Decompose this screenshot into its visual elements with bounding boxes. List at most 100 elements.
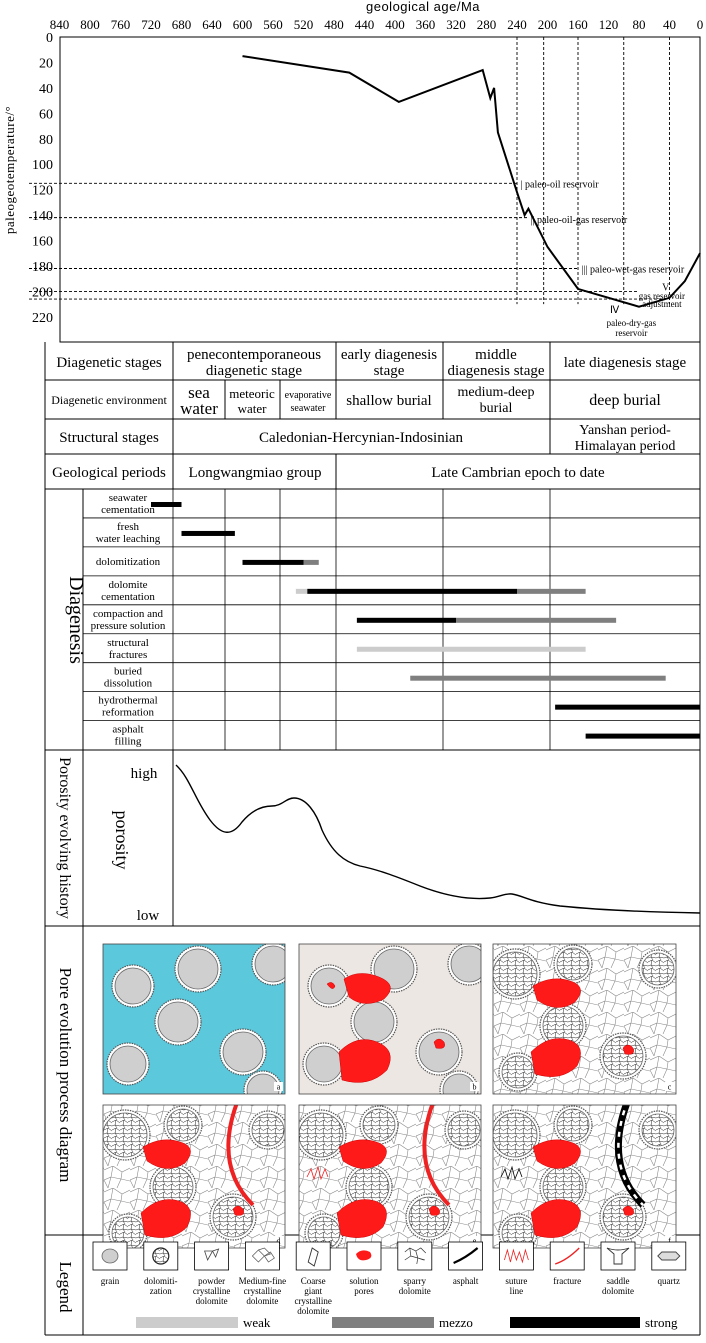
process-label: water leaching (96, 533, 161, 545)
x-tick-label: 520 (294, 17, 314, 32)
powder-dolomite-icon (204, 1248, 220, 1261)
legend-label: crystalline (294, 1296, 332, 1306)
pore-panel-e: e (298, 1104, 482, 1249)
y-tick-label: 220 (32, 311, 53, 326)
stage-early: early diagenesis (341, 347, 437, 363)
y-tick-label: 100 (32, 158, 53, 173)
solution-pore (532, 1139, 581, 1169)
solution-pore (530, 1038, 581, 1077)
legend-label: dolomite (246, 1296, 278, 1306)
process-label: cementation (101, 504, 155, 516)
pore-panel-a: a (102, 943, 286, 1095)
grain (447, 1113, 481, 1147)
x-tick-label: 40 (663, 17, 676, 32)
intensity-bar-mezzo (456, 617, 617, 623)
legend-label: dolomite (602, 1286, 634, 1296)
legend-item: grain (92, 1241, 128, 1286)
intensity-swatch-strong (510, 1317, 640, 1328)
process-label: seawater (109, 492, 148, 504)
x-tick-label: 440 (355, 17, 375, 32)
env-shallow: shallow burial (346, 393, 431, 409)
panel-letter: e (473, 1237, 477, 1246)
legend-label: saddle (607, 1276, 630, 1286)
legend-label: suture (505, 1276, 527, 1286)
x-tick-label: 160 (568, 17, 588, 32)
annotation-label: | paleo-oil reservoir (521, 179, 600, 190)
y-axis-title: paleogeotemperature/° (2, 106, 17, 234)
grain (103, 1112, 148, 1158)
structural-yanshan-2: Himalayan period (575, 439, 676, 454)
pore-panel-f: f (492, 1104, 677, 1249)
panel-frame (102, 1104, 286, 1249)
grain (418, 1031, 460, 1073)
legend-label: dolomite (399, 1286, 431, 1296)
solution-pore (336, 1199, 387, 1238)
solution-pore (532, 978, 581, 1008)
y-tick-label: 40 (39, 82, 53, 97)
pore-panel-b: b (298, 943, 482, 1095)
grain (157, 1001, 199, 1043)
grain (602, 1196, 644, 1238)
legend-label: dolomite (297, 1306, 329, 1316)
intensity-bar-strong (307, 588, 517, 594)
x-tick-label: 80 (633, 17, 646, 32)
process-label: buried (114, 666, 143, 678)
stage-early-2: stage (374, 363, 405, 379)
intensity-bar-weak (295, 588, 308, 594)
legend-label: crystalline (193, 1286, 231, 1296)
process-label: dolomitization (96, 556, 161, 568)
asphalt-filling (617, 1105, 644, 1206)
grain (556, 947, 590, 981)
panel-letter-box (274, 1236, 283, 1245)
legend-label: solution (349, 1276, 379, 1286)
x-tick-label: 640 (202, 17, 222, 32)
grain (251, 1113, 285, 1147)
legend-label: asphalt (453, 1276, 479, 1286)
x-tick-label: 680 (172, 17, 192, 32)
grain (602, 1035, 644, 1077)
period-longwangmiao: Longwangmiao group (189, 465, 322, 481)
y-tick-label: 180 (32, 260, 53, 275)
coarse-giant-dolomite-icon (307, 1247, 319, 1267)
y-tick-label: 160 (32, 235, 53, 250)
env-medium-deep: medium-deep (458, 385, 535, 400)
structural-yanshan: Yanshan period- (579, 423, 671, 438)
intensity-bar-strong (151, 502, 182, 507)
process-label: cementation (101, 591, 155, 603)
label-structural-stages: Structural stages (59, 430, 159, 446)
sparry-dolomite-icon (404, 1247, 427, 1265)
x-tick-label: 560 (263, 17, 283, 32)
x-tick-label: 200 (538, 17, 558, 32)
legend-title: Legend (56, 1262, 75, 1313)
process-label: dissolution (104, 678, 153, 690)
panel-letter: c (668, 1083, 672, 1092)
process-label: pressure solution (91, 620, 166, 632)
x-tick-label: 120 (599, 17, 619, 32)
saddle-dolomite-icon (606, 1247, 630, 1265)
grain (212, 1196, 254, 1238)
y-tick-label: 200 (32, 285, 53, 300)
panel-letter: b (473, 1083, 477, 1092)
panel-letter: f (668, 1237, 671, 1246)
annotation-label: gas reservoir (639, 291, 685, 301)
panel-letter-box (665, 1082, 674, 1091)
pore-panel-c: c (492, 943, 677, 1095)
solution-pores-icon (356, 1250, 372, 1261)
x-tick-label: 760 (111, 17, 131, 32)
y-tick-label: 80 (39, 133, 53, 148)
process-label: fractures (109, 649, 147, 661)
intensity-bar-strong (242, 559, 304, 565)
legend-label: Medium-fine (239, 1276, 287, 1286)
legend-swatch-box (397, 1241, 433, 1271)
suture-line (500, 1165, 523, 1181)
